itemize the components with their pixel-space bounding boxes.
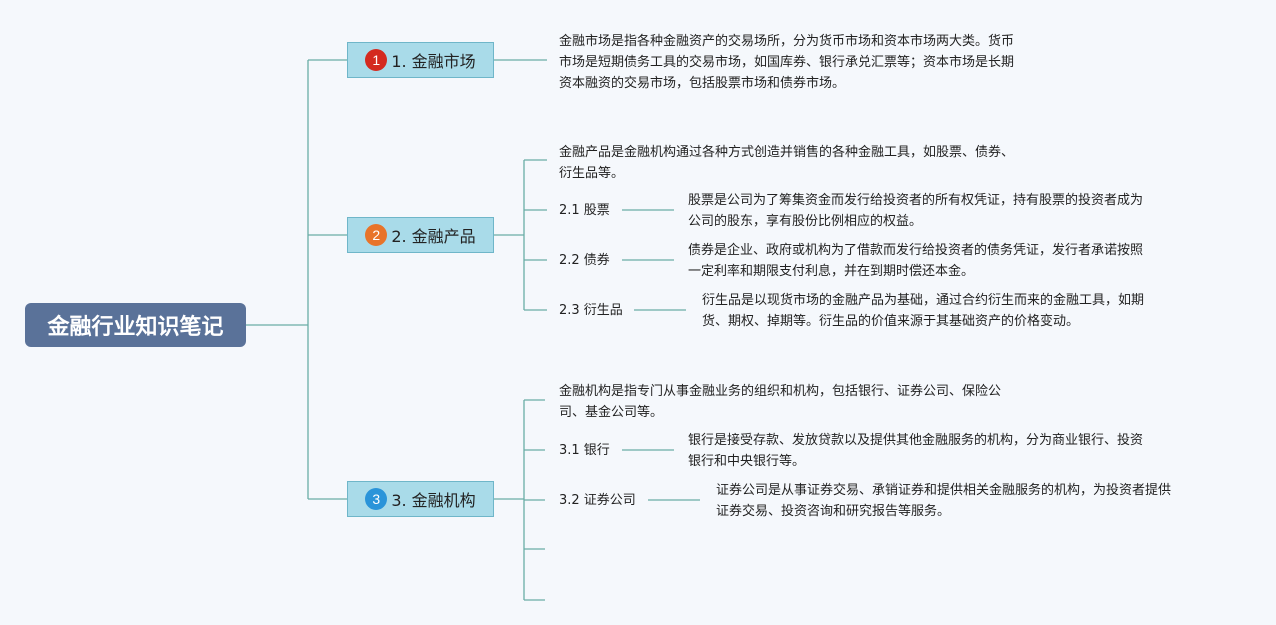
desc-line: 衍生品是以现货市场的金融产品为基础，通过合约衍生而来的金融工具，如期: [702, 293, 1145, 308]
desc-line: 证券公司是从事证券交易、承销证券和提供相关金融服务的机构，为投资者提供: [716, 483, 1172, 498]
branch-financial-products[interactable]: 2 2. 金融产品: [347, 217, 494, 253]
subnode-bonds[interactable]: 2.2 债券: [559, 253, 610, 268]
desc-line: 公司的股东，享有股份比例相应的权益。: [688, 214, 923, 229]
desc-line: 证券交易、投资咨询和研究报告等服务。: [716, 504, 951, 519]
subnode-stocks-description: 股票是公司为了筹集资金而发行给投资者的所有权凭证，持有股票的投资者成为 公司的股…: [688, 190, 1143, 232]
branch-3-description: 金融机构是指专门从事金融业务的组织和机构，包括银行、证券公司、保险公 司、基金公…: [559, 381, 1001, 423]
root-node[interactable]: 金融行业知识笔记: [25, 303, 246, 347]
desc-line: 金融机构是指专门从事金融业务的组织和机构，包括银行、证券公司、保险公: [559, 384, 1002, 399]
branch-label: 3. 金融机构: [391, 491, 476, 510]
root-title: 金融行业知识笔记: [47, 315, 224, 340]
desc-line: 金融市场是指各种金融资产的交易场所，分为货币市场和资本市场两大类。货币: [559, 34, 1015, 49]
desc-line: 资本融资的交易市场，包括股票市场和债券市场。: [559, 76, 846, 91]
number-badge-2: 2: [365, 224, 388, 246]
desc-line: 银行和中央银行等。: [688, 454, 806, 469]
subnode-securities-firms-description: 证券公司是从事证券交易、承销证券和提供相关金融服务的机构，为投资者提供 证券交易…: [716, 480, 1171, 522]
desc-line: 衍生品等。: [559, 166, 625, 181]
desc-line: 市场是短期债务工具的交易市场，如国库券、银行承兑汇票等；资本市场是长期: [559, 55, 1015, 70]
subnode-securities-firms[interactable]: 3.2 证券公司: [559, 493, 636, 508]
desc-line: 银行是接受存款、发放贷款以及提供其他金融服务的机构，分为商业银行、投资: [688, 433, 1144, 448]
branch-2-description: 金融产品是金融机构通过各种方式创造并销售的各种金融工具，如股票、债券、 衍生品等…: [559, 142, 1014, 184]
subnode-derivatives[interactable]: 2.3 衍生品: [559, 303, 623, 318]
branch-label: 1. 金融市场: [391, 52, 476, 71]
subnode-banks[interactable]: 3.1 银行: [559, 443, 610, 458]
subnode-derivatives-description: 衍生品是以现货市场的金融产品为基础，通过合约衍生而来的金融工具，如期 货、期权、…: [702, 290, 1144, 332]
desc-line: 货、期权、掉期等。衍生品的价值来源于其基础资产的价格变动。: [702, 314, 1080, 329]
desc-line: 一定利率和期限支付利息，并在到期时偿还本金。: [688, 264, 975, 279]
desc-line: 金融产品是金融机构通过各种方式创造并销售的各种金融工具，如股票、债券、: [559, 145, 1015, 160]
branch-financial-market[interactable]: 1 1. 金融市场: [347, 42, 494, 78]
number-badge-3: 3: [365, 488, 388, 510]
desc-line: 债券是企业、政府或机构为了借款而发行给投资者的债务凭证，发行者承诺按照: [688, 243, 1144, 258]
subnode-bonds-description: 债券是企业、政府或机构为了借款而发行给投资者的债务凭证，发行者承诺按照 一定利率…: [688, 240, 1143, 282]
branch-financial-institutions[interactable]: 3 3. 金融机构: [347, 481, 494, 517]
desc-line: 股票是公司为了筹集资金而发行给投资者的所有权凭证，持有股票的投资者成为: [688, 193, 1144, 208]
branch-label: 2. 金融产品: [391, 227, 476, 246]
subnode-stocks[interactable]: 2.1 股票: [559, 203, 610, 218]
branch-1-description: 金融市场是指各种金融资产的交易场所，分为货币市场和资本市场两大类。货币 市场是短…: [559, 31, 1014, 94]
number-badge-1: 1: [365, 49, 388, 71]
desc-line: 司、基金公司等。: [559, 405, 664, 420]
subnode-banks-description: 银行是接受存款、发放贷款以及提供其他金融服务的机构，分为商业银行、投资 银行和中…: [688, 430, 1143, 472]
